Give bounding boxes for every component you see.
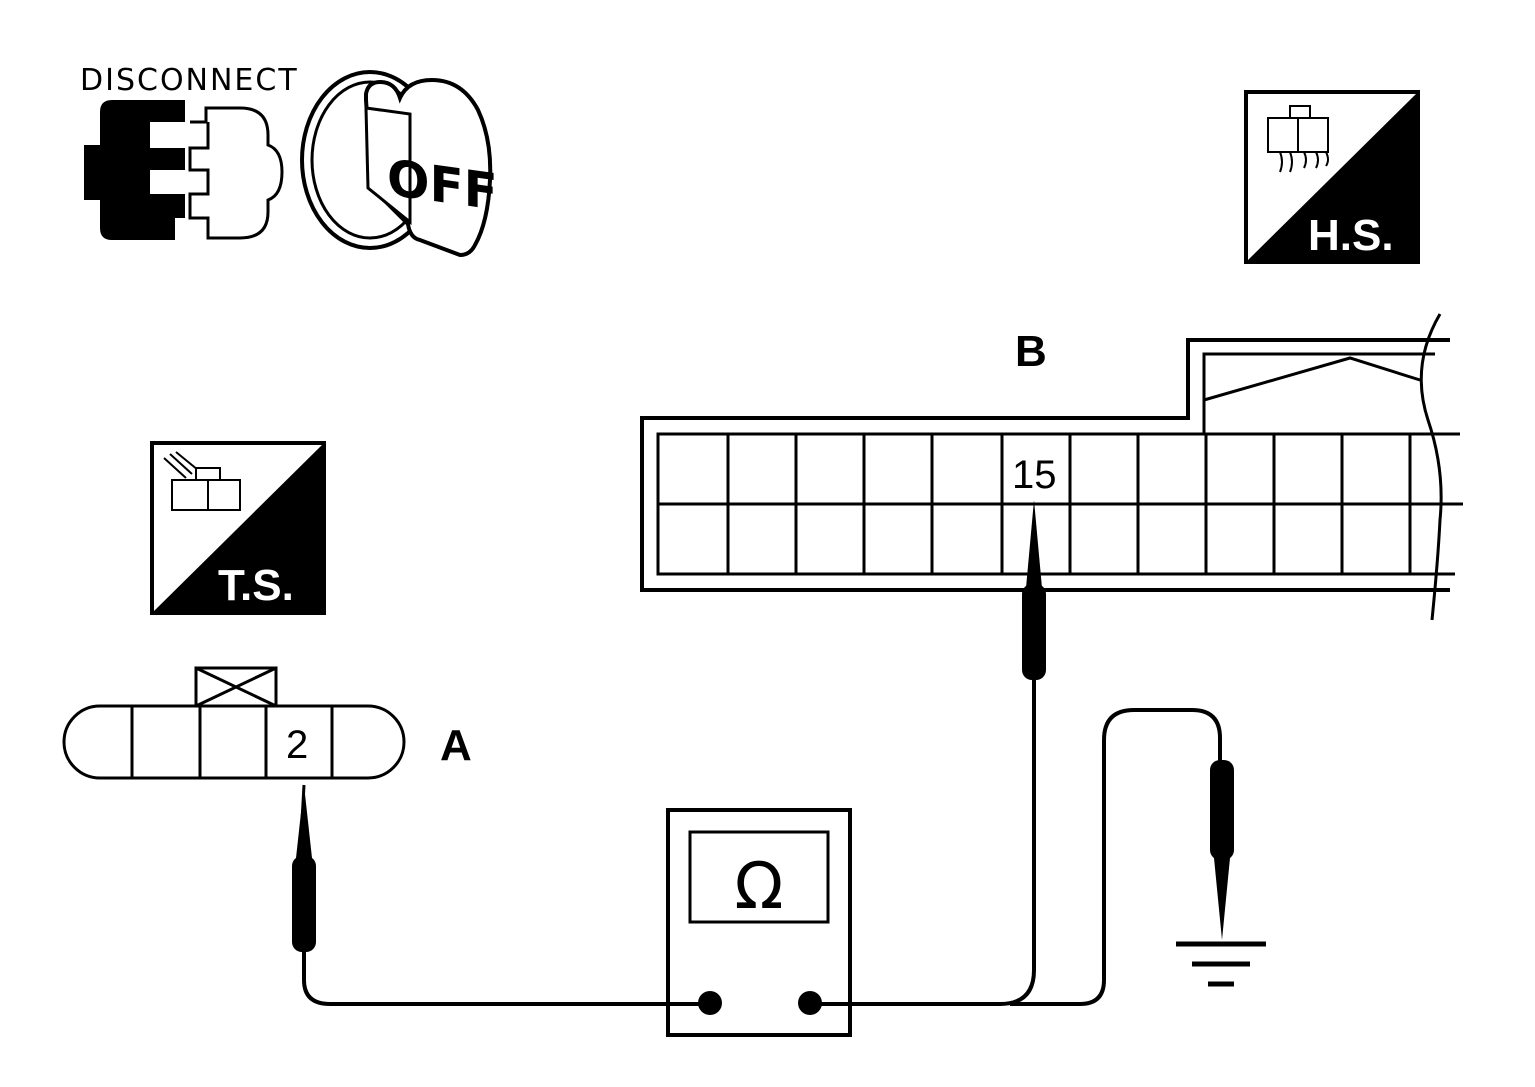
- connector-b-label: B: [1015, 327, 1047, 376]
- disconnect-connector-icon: [84, 100, 284, 240]
- ohmmeter: [666, 808, 852, 1037]
- terminal-side-badge: T.S.: [150, 441, 326, 615]
- probe-lead-a: [292, 784, 700, 1006]
- ignition-key-off-icon: OFF: [300, 70, 498, 258]
- meter-positive-terminal: [798, 991, 822, 1015]
- connector-a: [62, 666, 406, 780]
- connector-b-terminal-number: 15: [1012, 453, 1057, 497]
- harness-side-label: H.S.: [1308, 211, 1394, 260]
- terminal-connector-icon: [163, 451, 241, 511]
- harness-side-badge: H.S.: [1244, 90, 1420, 264]
- probe-lead-b: [820, 500, 1046, 1006]
- ohm-symbol: Ω: [735, 850, 784, 924]
- connector-a-terminal-number: 2: [286, 723, 308, 767]
- connector-a-label: A: [440, 721, 472, 770]
- terminal-side-label: T.S.: [218, 561, 294, 610]
- harness-connector-icon: [1267, 105, 1329, 173]
- connector-b: [640, 313, 1463, 621]
- disconnect-label: DISCONNECT: [80, 63, 299, 98]
- probe-lead-ground: [1010, 708, 1234, 1006]
- ground-symbol-icon: [1176, 941, 1266, 987]
- meter-negative-terminal: [698, 991, 722, 1015]
